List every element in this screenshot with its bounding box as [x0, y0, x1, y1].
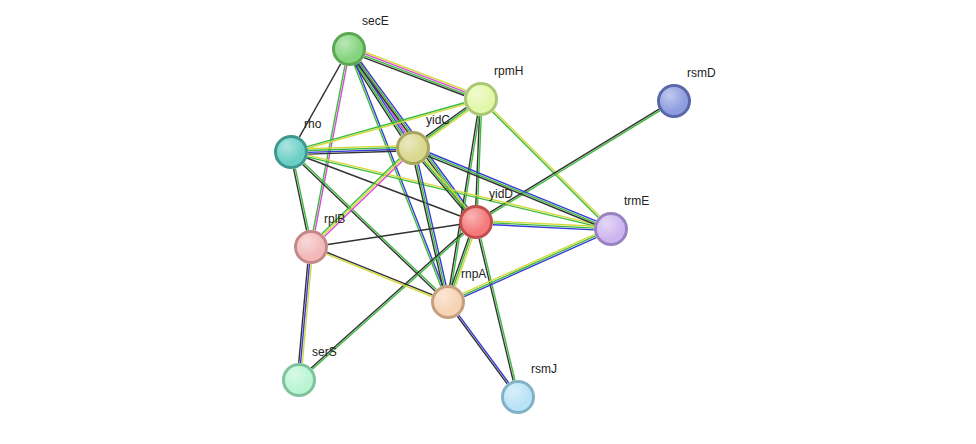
node-label: rsmD — [687, 66, 716, 80]
evidence-line — [419, 164, 446, 285]
evidence-line — [426, 107, 466, 136]
evidence-line — [308, 151, 396, 154]
node-label: rpmH — [494, 64, 523, 78]
evidence-line — [308, 104, 465, 148]
evidence-line — [299, 264, 308, 363]
node-label: trmE — [624, 194, 649, 208]
node-highlight — [660, 87, 688, 115]
node-highlight — [467, 85, 495, 113]
evidence-line — [307, 157, 594, 226]
protein-node: yidD — [459, 205, 493, 239]
node-label: rsmJ — [531, 362, 557, 376]
evidence-line — [365, 54, 465, 92]
evidence-line — [322, 159, 400, 234]
protein-node: rsmJ — [501, 380, 535, 414]
interaction-edge — [311, 233, 464, 370]
evidence-line — [304, 163, 436, 290]
evidence-line — [308, 155, 595, 224]
interaction-edge — [326, 252, 432, 296]
evidence-line — [366, 52, 466, 90]
node-highlight — [285, 366, 313, 394]
interaction-edge — [299, 264, 312, 363]
evidence-line — [295, 168, 308, 230]
protein-node: rnpA — [431, 285, 465, 319]
protein-node: rsmD — [657, 84, 691, 118]
node-label: yidC — [426, 113, 450, 127]
evidence-line — [423, 162, 464, 210]
evidence-line — [417, 165, 444, 286]
evidence-line — [459, 315, 509, 383]
evidence-line — [464, 236, 596, 295]
interaction-edge — [415, 164, 446, 286]
evidence-line — [328, 225, 459, 245]
interaction-edge — [307, 155, 594, 226]
node-highlight — [297, 233, 325, 261]
evidence-line — [324, 161, 402, 236]
node-label: secE — [362, 14, 389, 28]
evidence-line — [490, 109, 659, 212]
evidence-line — [311, 233, 463, 368]
interaction-edge — [463, 234, 596, 296]
interaction-edge — [328, 225, 459, 245]
node-label: serS — [312, 345, 337, 359]
protein-node: rho — [274, 135, 308, 169]
interaction-edge — [457, 315, 508, 384]
node-label: rplB — [324, 212, 345, 226]
evidence-line — [323, 160, 401, 235]
evidence-line — [450, 116, 478, 285]
interaction-edge — [479, 238, 515, 380]
evidence-line — [415, 165, 442, 286]
evidence-line — [428, 156, 595, 224]
evidence-line — [307, 103, 464, 147]
evidence-line — [326, 254, 431, 296]
protein-node: rpmH — [464, 82, 498, 116]
interaction-edge — [294, 168, 309, 230]
evidence-line — [294, 169, 307, 231]
evidence-line — [427, 109, 467, 138]
evidence-line — [356, 65, 443, 286]
node-highlight — [434, 288, 462, 316]
protein-node: serS — [282, 363, 316, 397]
interaction-edge — [426, 107, 469, 139]
protein-node: secE — [332, 32, 366, 66]
node-highlight — [504, 383, 532, 411]
evidence-line — [493, 225, 594, 230]
node-highlight — [335, 35, 363, 63]
node-highlight — [597, 215, 625, 243]
evidence-line — [463, 234, 595, 293]
node-highlight — [277, 138, 305, 166]
evidence-line — [301, 264, 310, 363]
interaction-edge — [308, 146, 396, 154]
protein-node: yidC — [396, 131, 430, 165]
evidence-line — [457, 316, 507, 384]
node-label: rho — [304, 117, 321, 131]
interaction-edge — [355, 61, 407, 135]
evidence-line — [481, 238, 515, 380]
evidence-line — [429, 154, 596, 222]
interaction-edge — [307, 103, 465, 149]
node-highlight — [462, 208, 490, 236]
evidence-line — [312, 234, 464, 369]
evidence-line — [479, 239, 513, 381]
evidence-line — [491, 111, 660, 214]
protein-node: rplB — [294, 230, 328, 264]
interaction-edge — [322, 159, 402, 237]
interaction-edge — [490, 109, 660, 214]
node-label: rnpA — [461, 267, 486, 281]
interaction-edge — [493, 221, 594, 230]
interaction-edge — [358, 62, 468, 210]
evidence-line — [429, 153, 596, 221]
protein-node: trmE — [594, 212, 628, 246]
interaction-edge — [428, 153, 596, 224]
evidence-line — [327, 252, 432, 294]
node-highlight — [399, 134, 427, 162]
node-label: yidD — [489, 187, 513, 201]
